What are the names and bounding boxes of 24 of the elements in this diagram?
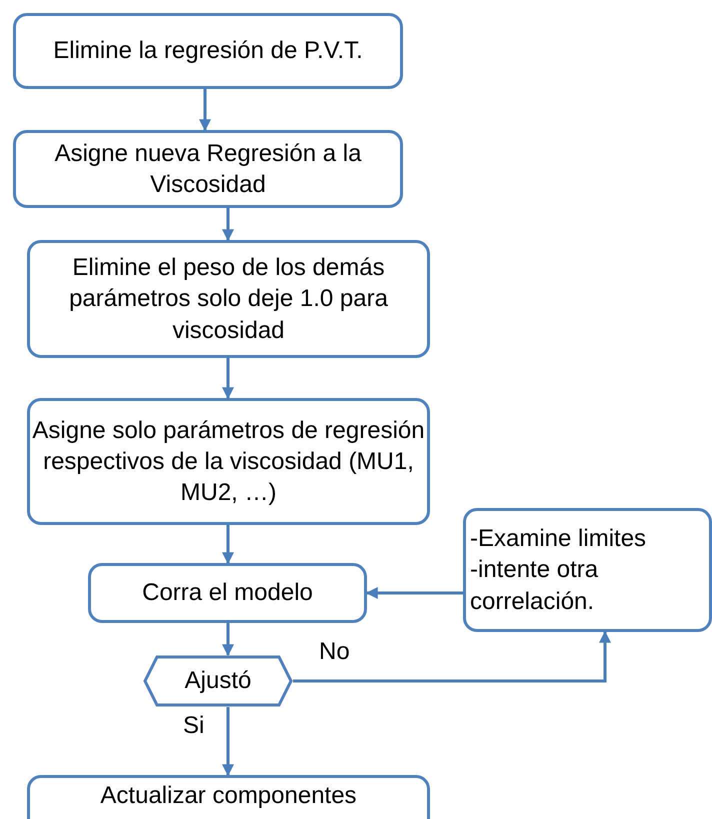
process-box [27,398,430,525]
node-text: Elimine el peso de los demás parámetros solo deje 1.0 para viscosidad [68,253,389,346]
process-box [13,13,403,89]
node-text: Asigne solo parámetros de regresión respectivos de la viscosidad (MU1, MU2, …) [31,416,426,508]
arrow [222,358,234,400]
process-box [463,508,712,632]
node-text: Actualizar componentes [100,781,357,811]
node-text: Asigne nueva Regresión a la Viscosidad [54,138,362,200]
node-text: Ajustó [184,666,252,696]
node-text: Corra el modelo [142,578,313,608]
arrow [366,587,463,599]
arrow [293,630,611,682]
arrow [222,208,234,242]
node-text: -Examine limites [470,524,646,554]
arrow [222,525,234,564]
node-text: Elimine la regresión de P.V.T. [53,36,363,66]
process-box [88,563,367,623]
process-box [13,130,403,208]
decision-hexagon [143,655,293,707]
arrow [199,89,211,132]
arrow [222,707,234,776]
arrow [222,623,234,656]
node-text: -intente otra correlación. [470,555,600,617]
process-box [27,240,430,358]
